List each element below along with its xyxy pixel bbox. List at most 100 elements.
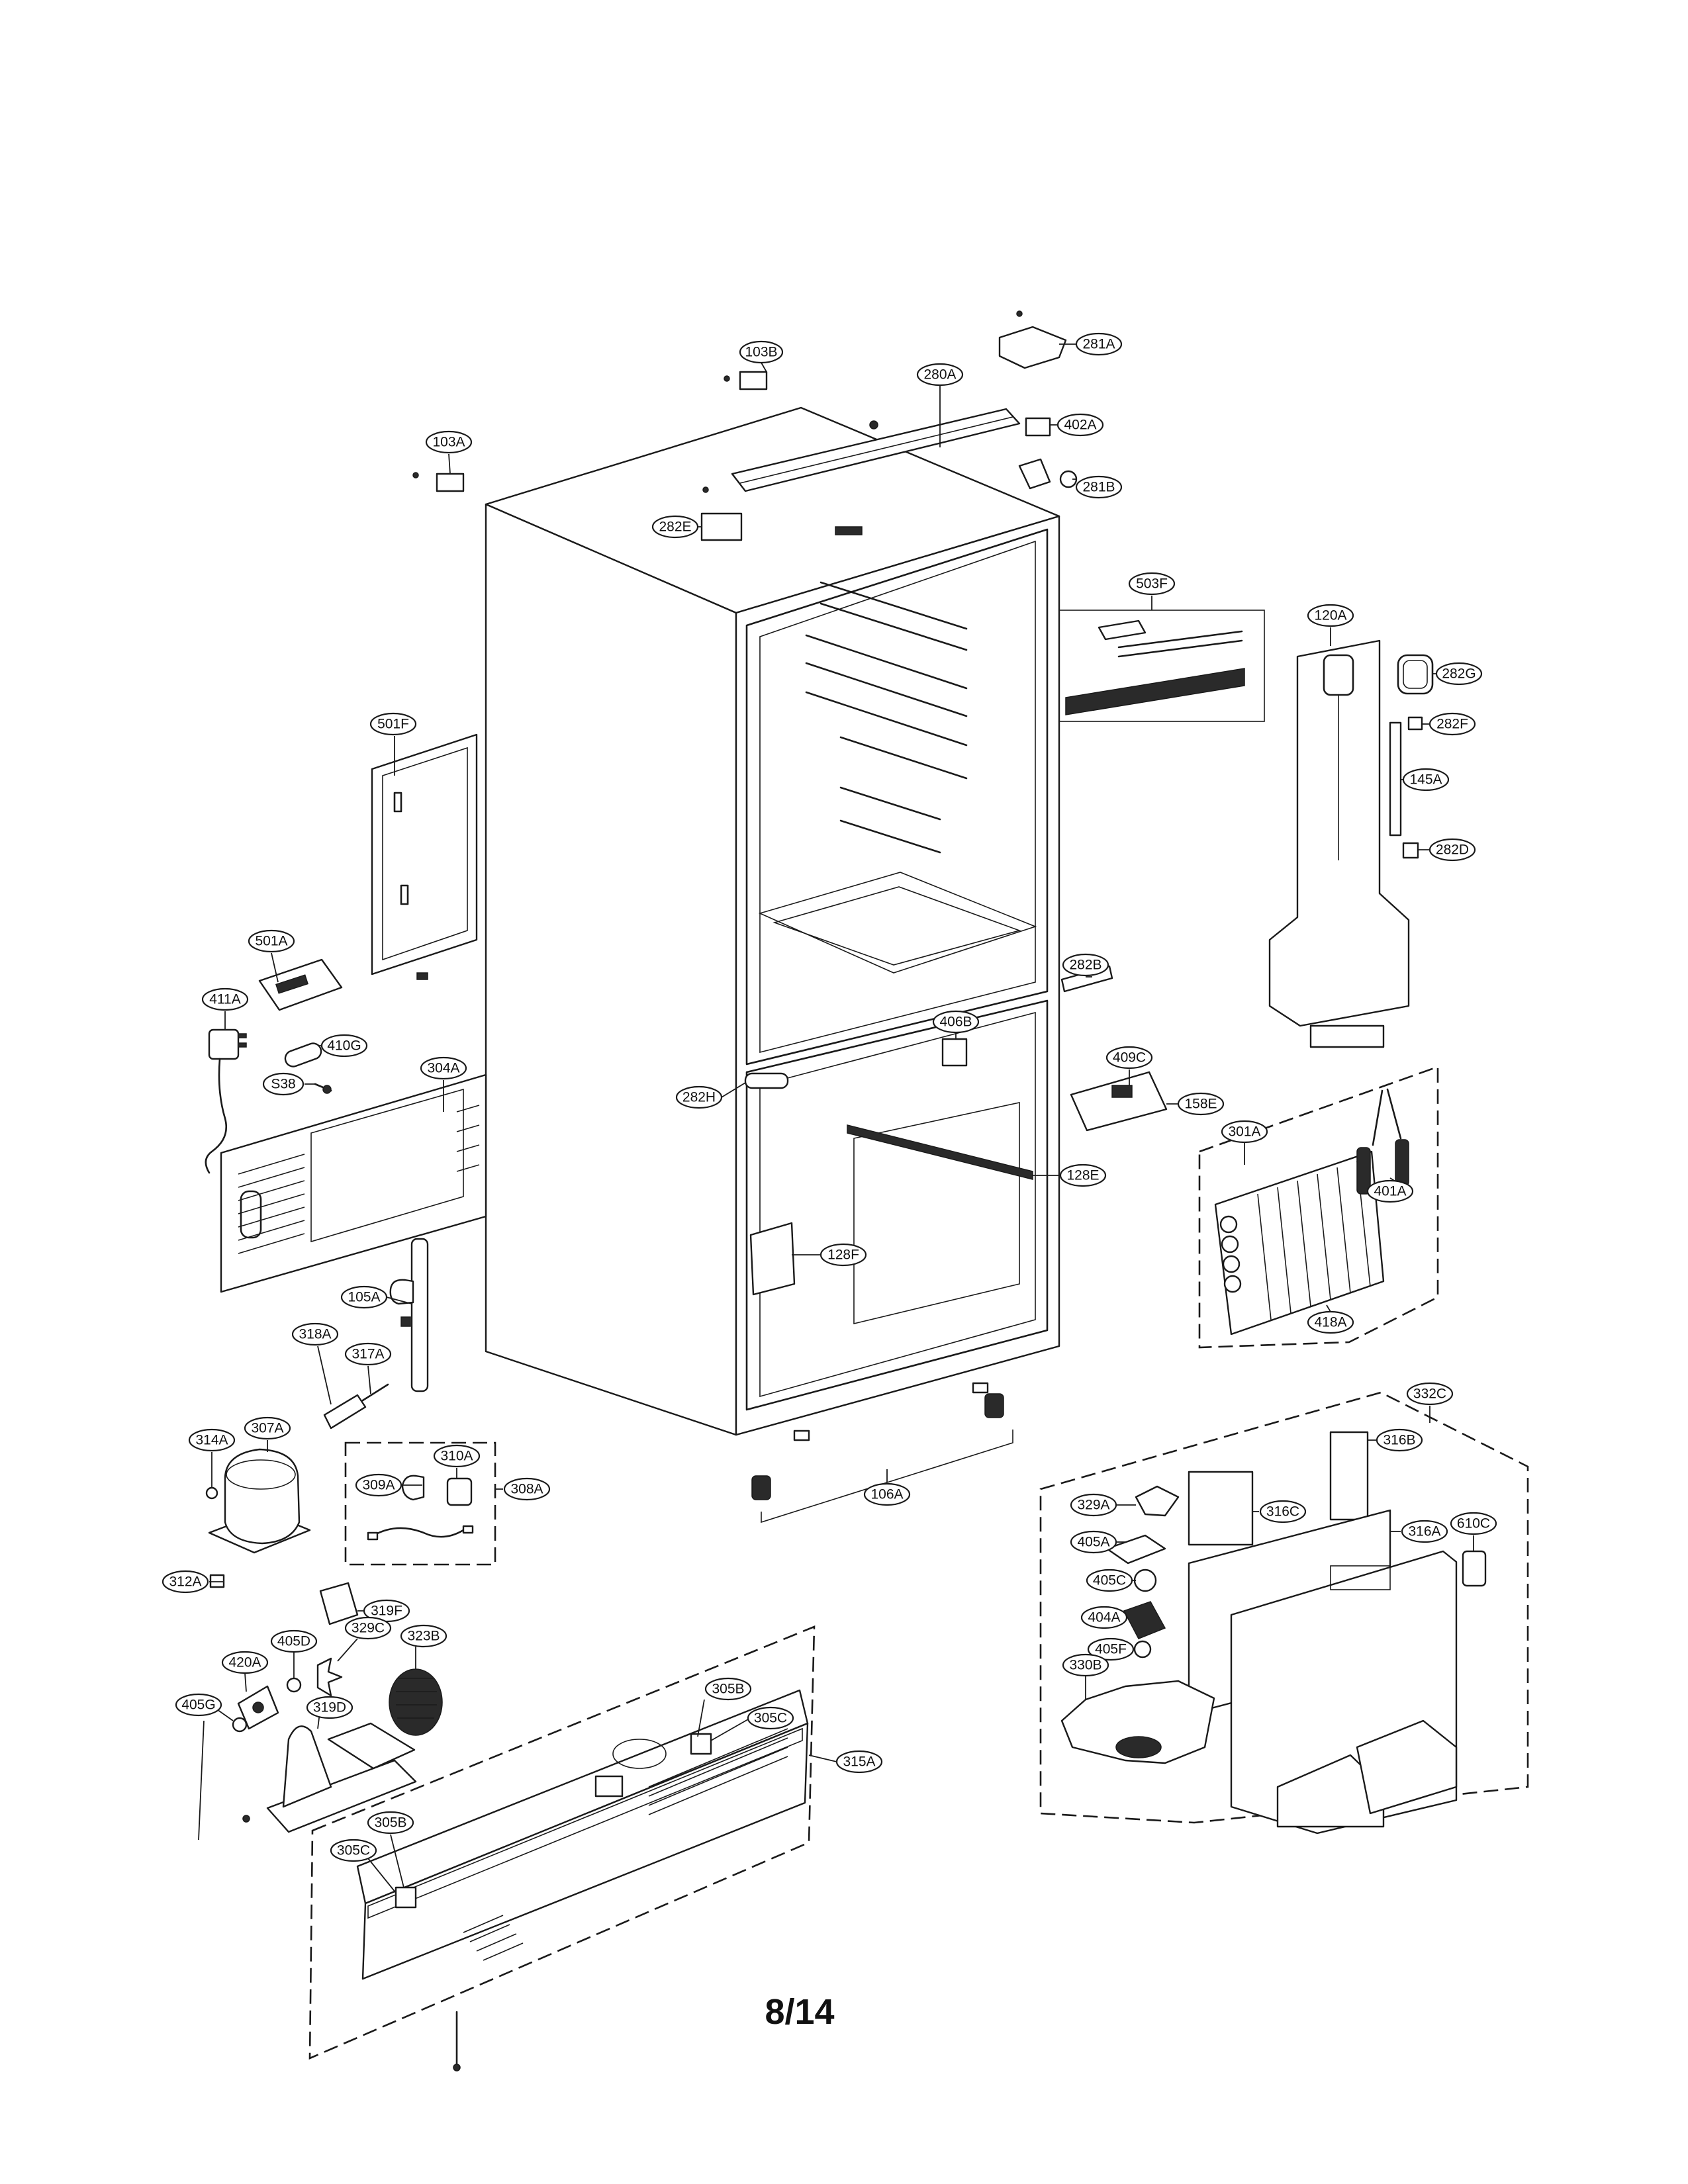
- callout-330B: 330B: [1062, 1653, 1109, 1677]
- callout-280A: 280A: [916, 363, 964, 387]
- callout-281B: 281B: [1075, 475, 1123, 499]
- callout-282D: 282D: [1429, 838, 1476, 862]
- callout-501A: 501A: [248, 929, 295, 953]
- relay-kit: [344, 1441, 496, 1566]
- callout-label: 420A: [228, 1655, 261, 1670]
- callout-label: 405D: [277, 1634, 310, 1649]
- base-vent-slots: [463, 1728, 788, 1961]
- callout-label: 501A: [255, 934, 287, 949]
- callout-label: 411A: [209, 992, 241, 1007]
- callout-404A: 404A: [1080, 1606, 1128, 1629]
- callout-312A: 312A: [162, 1570, 209, 1594]
- callout-label: S38: [271, 1077, 295, 1092]
- drain-pipe: [323, 1238, 429, 1430]
- filter-assembly: [1058, 610, 1265, 722]
- callout-405D: 405D: [270, 1629, 318, 1653]
- callout-307A: 307A: [244, 1416, 291, 1440]
- callout-label: 503F: [1136, 576, 1168, 592]
- callout-label: 307A: [251, 1421, 283, 1436]
- callout-label: 332C: [1413, 1387, 1446, 1402]
- callout-103A: 103A: [425, 430, 473, 454]
- callout-316B: 316B: [1376, 1428, 1423, 1452]
- machine-cover-panel: [371, 733, 478, 980]
- cabinet: [485, 406, 1060, 1441]
- callout-282E: 282E: [651, 515, 699, 539]
- callout-label: 404A: [1088, 1610, 1120, 1625]
- callout-103B: 103B: [739, 340, 784, 364]
- compressor: [205, 1448, 311, 1588]
- callout-label: 103A: [432, 435, 465, 450]
- callout-label: 128F: [827, 1248, 859, 1263]
- callout-405G: 405G: [175, 1693, 222, 1717]
- callout-418A: 418A: [1307, 1310, 1354, 1334]
- callout-323B: 323B: [400, 1624, 447, 1648]
- callout-305C: 305C: [747, 1706, 794, 1730]
- callout-309A: 309A: [355, 1473, 402, 1497]
- callout-282H: 282H: [675, 1085, 723, 1109]
- callout-label: 316B: [1383, 1433, 1415, 1448]
- callout-label: 105A: [348, 1290, 380, 1305]
- callout-329C: 329C: [344, 1616, 392, 1640]
- callout-106A: 106A: [863, 1482, 911, 1506]
- callout-label: 317A: [352, 1347, 384, 1362]
- evaporator-fins: [1257, 1160, 1371, 1320]
- callout-301A: 301A: [1221, 1120, 1268, 1144]
- callout-label: 282G: [1442, 666, 1476, 682]
- callout-label: 405F: [1095, 1642, 1127, 1657]
- callout-label: 610C: [1457, 1516, 1490, 1531]
- callout-label: 281B: [1082, 480, 1115, 495]
- callout-410G: 410G: [320, 1034, 368, 1058]
- callout-319D: 319D: [306, 1696, 353, 1719]
- callout-label: 312A: [169, 1574, 201, 1590]
- callout-label: 308A: [510, 1482, 543, 1497]
- callout-label: 158E: [1184, 1097, 1217, 1112]
- callout-label: 282B: [1069, 958, 1102, 973]
- callout-label: 410G: [327, 1038, 361, 1054]
- callout-label: 282H: [682, 1090, 716, 1105]
- callout-128F: 128F: [820, 1243, 867, 1267]
- bracket-319F: [319, 1582, 359, 1625]
- callout-label: 310A: [440, 1449, 473, 1464]
- callout-316C: 316C: [1259, 1500, 1307, 1524]
- callout-label: 319F: [371, 1604, 402, 1619]
- callout-label: 305C: [754, 1711, 787, 1726]
- base-plate: [308, 1625, 816, 2071]
- callout-label: 128E: [1066, 1168, 1099, 1183]
- callout-305B-lower: 305B: [367, 1811, 414, 1835]
- callout-label: 418A: [1314, 1315, 1346, 1330]
- callout-402A: 402A: [1056, 413, 1104, 437]
- callout-406B: 406B: [932, 1010, 980, 1034]
- callout-label: 305C: [337, 1843, 370, 1858]
- callout-S38: S38: [262, 1072, 305, 1096]
- callout-314A: 314A: [188, 1428, 236, 1452]
- callout-308A: 308A: [503, 1477, 551, 1501]
- fan-duct-group: [1039, 1391, 1529, 1835]
- callout-405A: 405A: [1070, 1530, 1117, 1554]
- callout-label: 120A: [1314, 608, 1346, 623]
- callout-label: 305B: [712, 1682, 744, 1697]
- shelf-rails: [805, 581, 968, 854]
- callout-282G: 282G: [1435, 662, 1483, 686]
- small-parts-left: [284, 1042, 332, 1094]
- callout-label: 409C: [1113, 1050, 1146, 1066]
- leader-lines: [198, 343, 1474, 1893]
- callout-411A: 411A: [201, 987, 249, 1011]
- callout-label: 282F: [1436, 717, 1468, 732]
- callout-120A: 120A: [1307, 604, 1354, 627]
- callout-420A: 420A: [221, 1651, 269, 1674]
- callout-label: 329C: [352, 1621, 385, 1636]
- callout-label: 318A: [299, 1327, 331, 1342]
- pcb-board: [258, 958, 343, 1011]
- callout-label: 305B: [374, 1815, 406, 1831]
- callout-label: 501F: [377, 717, 409, 732]
- callout-158E: 158E: [1177, 1092, 1225, 1116]
- callout-405C: 405C: [1086, 1569, 1133, 1592]
- callout-label: 323B: [407, 1629, 440, 1644]
- callout-label: 405A: [1077, 1535, 1109, 1550]
- callout-label: 329A: [1077, 1498, 1109, 1513]
- callout-282F: 282F: [1429, 712, 1476, 736]
- callout-label: 304A: [427, 1061, 459, 1076]
- callout-label: 330B: [1069, 1658, 1102, 1673]
- callout-label: 401A: [1374, 1184, 1406, 1199]
